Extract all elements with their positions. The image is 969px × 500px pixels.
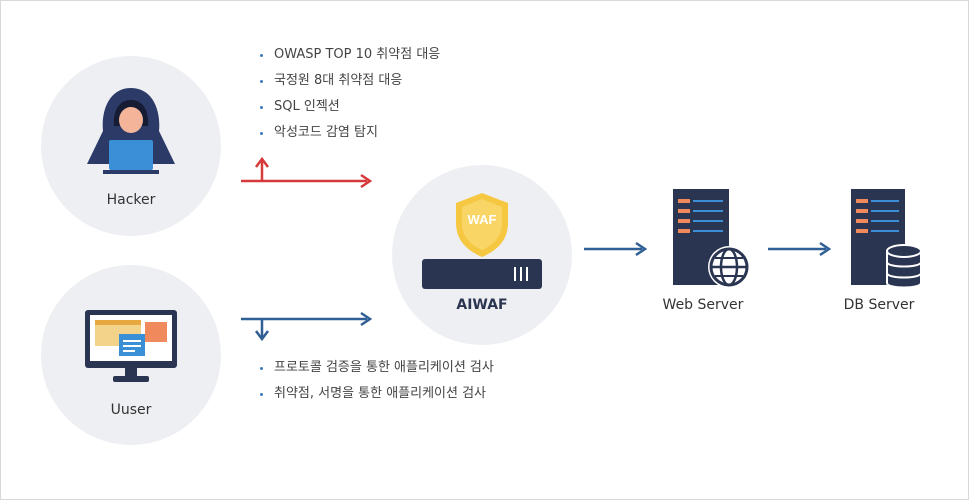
hacker-icon: [87, 88, 175, 174]
aiwaf-label: AIWAF: [456, 297, 508, 313]
list-item: SQL 인젝션: [258, 98, 440, 124]
user-inspection-list: 프로토콜 검증을 통한 애플리케이션 검사 취약점, 서명을 통한 애플리케이션…: [258, 359, 494, 411]
web-server-icon: [673, 189, 750, 288]
waf-badge-text: WAF: [468, 212, 497, 227]
list-item: 프로토콜 검증을 통한 애플리케이션 검사: [258, 359, 494, 385]
appliance-icon: [422, 259, 542, 289]
list-item: OWASP TOP 10 취약점 대응: [258, 46, 440, 72]
user-label: Uuser: [110, 402, 152, 418]
waf-to-web-arrow: [584, 241, 648, 257]
list-item: 취약점, 서명을 통한 애플리케이션 검사: [258, 385, 494, 411]
hacker-label: Hacker: [106, 192, 156, 208]
shield-icon: WAF: [456, 193, 508, 257]
list-item: 악성코드 감염 탐지: [258, 124, 440, 150]
web-to-db-arrow: [768, 241, 832, 257]
hacker-arrow: [241, 156, 373, 189]
hacker-defense-list: OWASP TOP 10 취약점 대응 국정원 8대 취약점 대응 SQL 인젝…: [258, 46, 440, 150]
db-server-icon: [851, 189, 922, 289]
monitor-icon: [85, 310, 177, 382]
list-item: 국정원 8대 취약점 대응: [258, 72, 440, 98]
web-server-label: Web Server: [662, 297, 744, 313]
db-server-label: DB Server: [843, 297, 915, 313]
user-arrow: [241, 311, 373, 342]
